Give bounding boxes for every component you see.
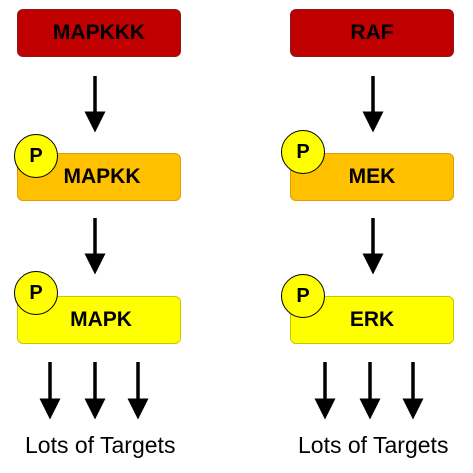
mapkk-label: MAPKK <box>63 165 141 188</box>
mek-box: MEK <box>290 153 454 201</box>
mapk-phospho-badge: P <box>14 271 58 315</box>
mapkk-phospho-badge: P <box>14 134 58 178</box>
mapk-phospho-label: P <box>29 281 43 304</box>
right-targets-label: Lots of Targets <box>298 432 449 458</box>
raf-box: RAF <box>290 9 454 57</box>
left-targets-label: Lots of Targets <box>25 432 176 458</box>
mapk-label: MAPK <box>70 308 132 331</box>
mapkkk-box: MAPKKK <box>17 9 181 57</box>
erk-phospho-badge: P <box>281 274 325 318</box>
mapkk-phospho-label: P <box>29 144 43 167</box>
raf-label: RAF <box>350 21 394 44</box>
erk-label: ERK <box>349 308 395 331</box>
erk-phospho-label: P <box>296 284 310 307</box>
mapkkk-label: MAPKKK <box>52 21 146 44</box>
mek-phospho-label: P <box>296 140 310 163</box>
mek-label: MEK <box>348 165 396 188</box>
mek-phospho-badge: P <box>281 130 325 174</box>
